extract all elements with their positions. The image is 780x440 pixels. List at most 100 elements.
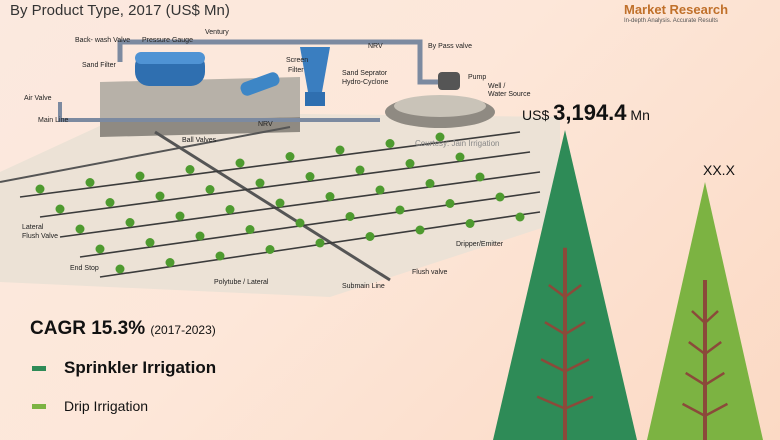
plant (515, 212, 525, 222)
diagram-label: Sand Seprator (342, 70, 388, 77)
diagram-label: Submain Line (342, 283, 385, 290)
plant (215, 251, 225, 261)
bar-drip-branch (691, 310, 706, 324)
bar-sprinkler-branch (564, 321, 586, 336)
chart-trees (493, 130, 763, 440)
bar-sprinkler (493, 130, 637, 440)
bar-sprinkler-branch (564, 283, 582, 299)
diagram-label: Pump (468, 74, 486, 81)
bar-drip (647, 182, 763, 440)
diagram-label: Screen (286, 57, 308, 64)
plant (495, 192, 505, 202)
legend-item-drip: Drip Irrigation (32, 398, 148, 414)
bar-sprinkler-branch (564, 358, 590, 373)
value-label-sprinkler: US$ 3,194.4 Mn (522, 100, 650, 126)
diagram-label: Lateral (22, 224, 44, 231)
diagram-label: Polytube / Lateral (214, 279, 269, 286)
plant (305, 172, 315, 181)
diagram-label: By Pass valve (428, 43, 472, 50)
plant (315, 238, 325, 248)
plant (205, 185, 215, 194)
plant (445, 199, 455, 208)
diagram-label: End Stop (70, 265, 99, 272)
diagram-label: NRV (258, 121, 273, 128)
plant (395, 205, 405, 215)
plant (135, 171, 145, 181)
plant (375, 185, 385, 195)
legend-label: Sprinkler Irrigation (64, 358, 217, 377)
plant (195, 231, 205, 241)
plant (75, 224, 85, 234)
bar-drip-branch (681, 402, 706, 417)
legend-swatch (32, 365, 46, 371)
plant (85, 178, 95, 187)
bar-drip-branch (704, 402, 729, 417)
cagr-period: (2017-2023) (150, 323, 216, 337)
value-label-drip: XX.X (703, 162, 735, 178)
diagram-label: Flush Valve (22, 233, 58, 240)
bar-drip-branch (704, 340, 722, 355)
irrigation-diagram: Back- wash Valve Pressure Gauge Ventury … (0, 29, 560, 297)
bar-sprinkler-branch (544, 321, 566, 336)
logo-tagline: In-depth Analysis. Accurate Results (624, 18, 719, 24)
diagram-label: Courtesy: Jain Irrigation (415, 139, 499, 148)
legend-label: Drip Irrigation (64, 398, 149, 414)
diagram-label: NRV (368, 43, 383, 50)
cagr-value: CAGR 15.3% (30, 318, 146, 339)
diagram-label: Filter (288, 67, 304, 74)
chart-subtitle: By Product Type, 2017 (US$ Mn) (10, 2, 230, 19)
plant (265, 245, 275, 254)
plant (425, 179, 435, 188)
plant (155, 191, 165, 201)
value-suffix: Mn (630, 107, 650, 123)
diagram-label: Back- wash Valve (75, 37, 130, 44)
plant (125, 218, 135, 227)
plant (345, 212, 355, 221)
diagram-label: Ball Valves (182, 137, 217, 144)
plant (175, 211, 185, 221)
bar-drip-branch (704, 371, 725, 386)
diagram-label: Sand Filter (82, 62, 117, 69)
plant (335, 145, 345, 155)
plant (325, 192, 335, 201)
plant (355, 165, 365, 175)
diagram-label: Ventury (205, 29, 229, 36)
logo-name: Market Research (624, 2, 729, 17)
diagram-label: Air Valve (24, 95, 52, 102)
legend-item-sprinkler: Sprinkler Irrigation (32, 358, 216, 378)
plant (55, 204, 65, 214)
diagram-label: Well / (488, 83, 505, 90)
plant (115, 264, 125, 274)
plant (145, 238, 155, 247)
bar-sprinkler-branch (548, 283, 566, 299)
diagram-label: Main Line (38, 117, 68, 124)
diagram-label: Water Source (488, 91, 531, 98)
plant (295, 218, 305, 228)
diagram-label: Dripper/Emitter (456, 241, 504, 248)
plant (235, 158, 245, 168)
bar-drip-branch (704, 310, 719, 324)
plant (105, 198, 115, 207)
plant (385, 139, 395, 148)
plant (465, 219, 475, 228)
plant (455, 152, 465, 162)
plant (435, 132, 445, 142)
bar-sprinkler-branch (536, 395, 566, 410)
plant (165, 258, 175, 267)
plant (35, 184, 45, 194)
plant (405, 159, 415, 168)
diagram-label: Flush valve (412, 269, 448, 276)
bar-sprinkler-branch (564, 395, 594, 410)
plant (95, 244, 105, 254)
plant (275, 198, 285, 208)
plant (365, 232, 375, 241)
plant (255, 178, 265, 188)
diagram-label: Hydro-Cyclone (342, 79, 388, 86)
plant (185, 165, 195, 174)
logo: Market Research In-depth Analysis. Accur… (624, 2, 728, 24)
legend-swatch (32, 403, 46, 409)
diagram-label: Pressure Gauge (142, 37, 193, 44)
bar-drip-branch (685, 371, 706, 386)
cagr-label: CAGR 15.3% (2017-2023) (30, 318, 216, 340)
plant (415, 225, 425, 235)
